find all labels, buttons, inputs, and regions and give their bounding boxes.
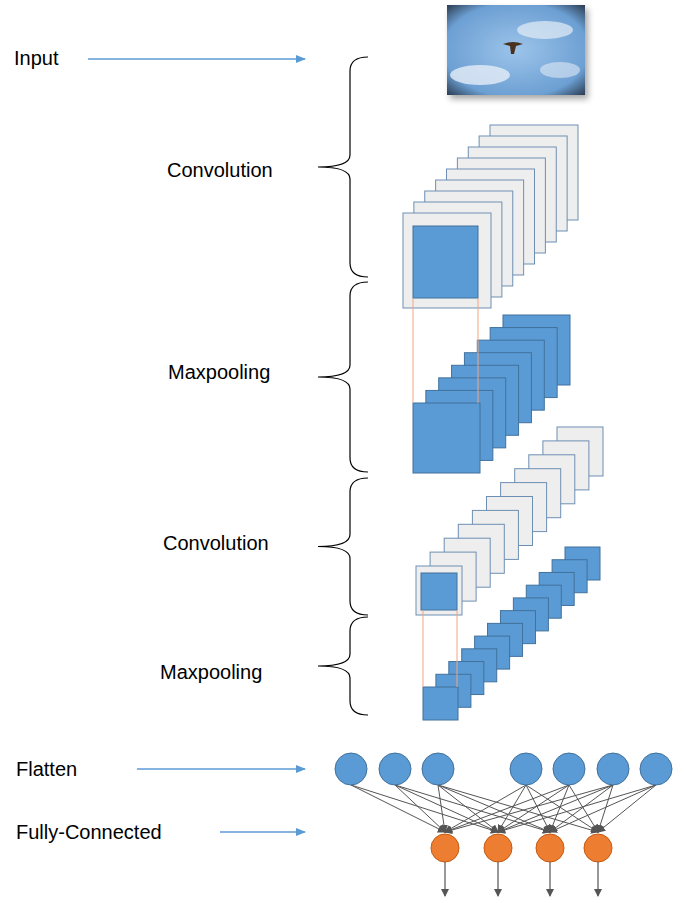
flatten-unit xyxy=(553,753,585,785)
output-arrow xyxy=(549,862,550,896)
layer-brace xyxy=(318,57,368,277)
weight-line xyxy=(498,785,613,832)
weight-line xyxy=(438,785,598,832)
projection-line xyxy=(413,298,414,403)
weight-line xyxy=(395,785,445,832)
layer-brace xyxy=(318,478,368,615)
flatten-unit xyxy=(597,753,629,785)
weight-line xyxy=(395,785,498,832)
weight-line xyxy=(598,785,656,832)
layer-label: Maxpooling xyxy=(168,362,270,382)
layer-brace xyxy=(318,617,368,715)
weight-line xyxy=(445,785,526,832)
pointer-arrow xyxy=(88,58,305,60)
dense-unit xyxy=(536,834,564,862)
projection-line xyxy=(457,610,458,687)
weight-line xyxy=(438,785,498,832)
output-arrow xyxy=(497,862,498,896)
weight-line xyxy=(445,785,569,832)
pointer-arrow xyxy=(137,768,305,770)
dense-unit xyxy=(431,834,459,862)
weight-line xyxy=(445,785,613,832)
flatten-unit xyxy=(335,753,367,785)
dense-unit xyxy=(484,834,512,862)
weight-line xyxy=(395,785,550,832)
flatten-label: Flatten xyxy=(16,759,77,779)
weight-line xyxy=(550,785,656,832)
flatten-unit xyxy=(510,753,542,785)
flatten-unit xyxy=(422,753,454,785)
layer-label: Maxpooling xyxy=(160,662,262,682)
flatten-unit xyxy=(640,753,672,785)
feature-map xyxy=(416,566,462,615)
weight-line xyxy=(351,785,498,832)
kernel-window xyxy=(421,573,457,610)
input-image xyxy=(447,5,585,95)
weight-line xyxy=(438,785,445,832)
weight-line xyxy=(569,785,598,832)
pooled-map xyxy=(413,403,480,473)
weight-line xyxy=(351,785,445,832)
weight-line xyxy=(598,785,613,832)
layer-brace xyxy=(318,282,368,472)
kernel-window xyxy=(413,226,478,298)
output-arrow xyxy=(444,862,445,896)
layer-label: Convolution xyxy=(167,160,273,180)
layer-label: Convolution xyxy=(163,533,269,553)
output-arrow xyxy=(597,862,598,896)
pooled-map xyxy=(423,687,458,720)
pointer-arrow xyxy=(220,831,305,833)
feature-map xyxy=(403,213,491,308)
input-label: Input xyxy=(14,48,58,68)
weight-line xyxy=(498,785,569,832)
fc-label: Fully-Connected xyxy=(16,822,162,842)
flatten-unit xyxy=(379,753,411,785)
dense-unit xyxy=(584,834,612,862)
projection-line xyxy=(423,610,424,687)
projection-line xyxy=(478,298,479,403)
weight-line xyxy=(498,785,656,832)
